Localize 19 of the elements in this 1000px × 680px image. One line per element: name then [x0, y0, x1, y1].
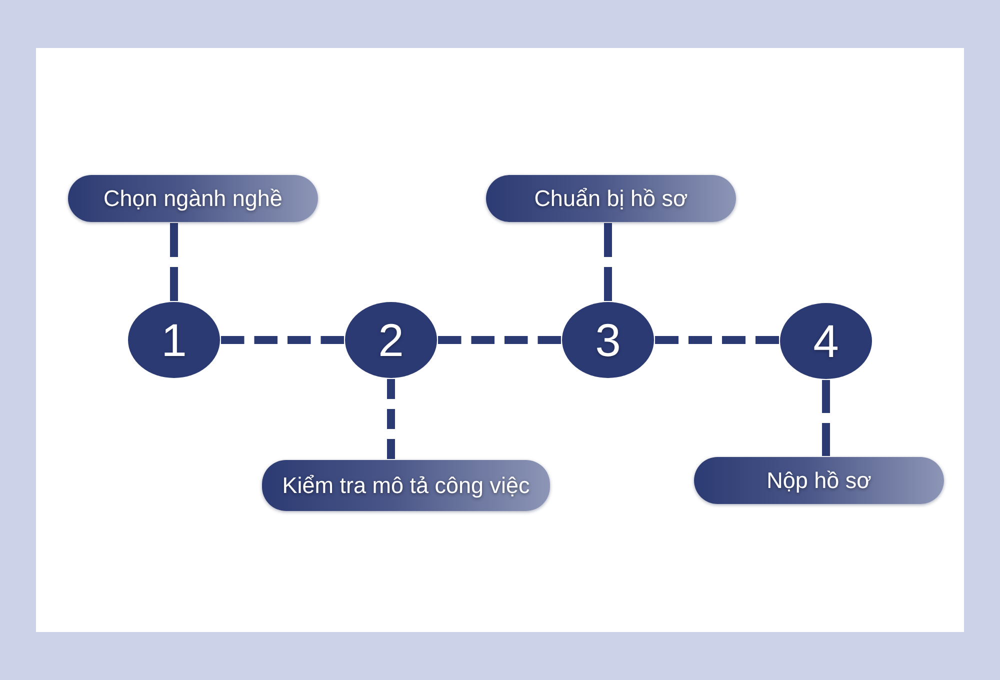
step-label: Chọn ngành nghề: [104, 184, 282, 212]
step-pill: [68, 175, 318, 222]
step-pill: [486, 175, 736, 222]
dashed-connector: [822, 380, 830, 456]
step-number: 2: [378, 315, 404, 365]
step-label: Kiểm tra mô tả công việc: [282, 472, 530, 500]
dashed-connector: [387, 379, 395, 459]
dashed-connector: [438, 336, 561, 344]
step-label: Nộp hồ sơ: [766, 466, 872, 494]
step-number: 4: [813, 316, 839, 366]
step-pill: [694, 457, 944, 504]
dashed-connector: [170, 223, 178, 301]
dashed-connector: [221, 336, 344, 344]
dashed-connector: [655, 336, 779, 344]
step-number: 3: [595, 315, 621, 365]
dashed-connector: [604, 223, 612, 301]
step-pill: [262, 460, 550, 511]
step-number: 1: [161, 315, 187, 365]
step-label: Chuẩn bị hồ sơ: [534, 184, 688, 212]
